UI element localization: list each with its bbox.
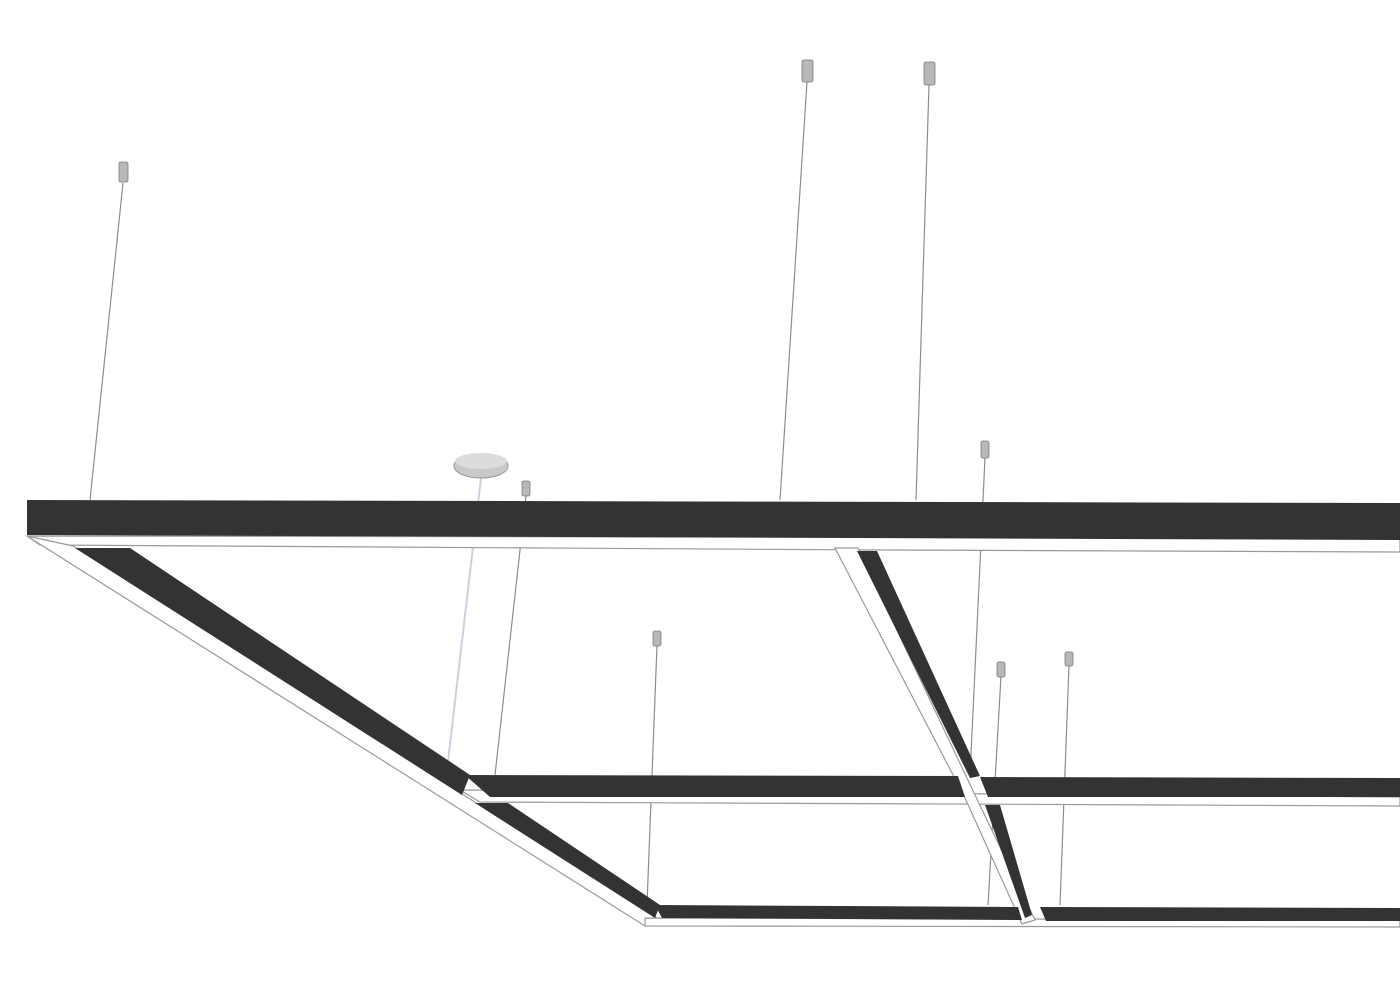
left-arm-upper <box>75 548 470 795</box>
middle-bar-right <box>980 777 1400 797</box>
frame-diffuser-edges <box>25 535 1400 928</box>
center-arm-upper <box>857 551 980 778</box>
bottom-bar-left <box>655 905 1022 920</box>
frame-profiles <box>27 500 1400 921</box>
center-arm-lower <box>985 805 1032 918</box>
left-arm-lower <box>475 803 660 918</box>
ceiling-mounts <box>118 59 1074 678</box>
top-bar <box>27 500 1400 540</box>
canopy <box>453 453 509 479</box>
middle-bar-left <box>465 775 965 797</box>
bottom-bar-right <box>1040 907 1400 921</box>
